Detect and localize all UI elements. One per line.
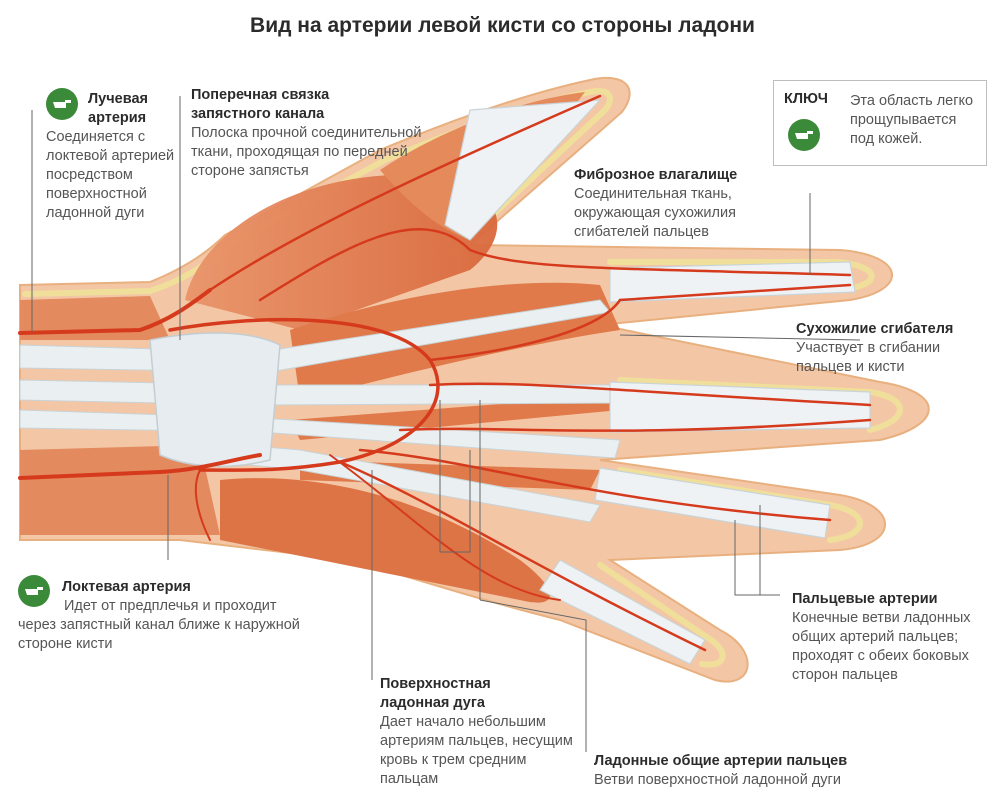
- label-flexor-tendon: Сухожилие сгибателя Участвует в сгибании…: [796, 320, 976, 377]
- label-ulnar-heading: Локтевая артерия: [62, 578, 302, 597]
- label-ulnar-text: Идет от предплечья и проходит через запя…: [18, 597, 308, 654]
- digital-text: Конечные ветви ладонных общих артерий па…: [792, 609, 982, 685]
- label-digital-arteries: Пальцевые артерии Конечные ветви ладонны…: [792, 590, 992, 685]
- key-title: КЛЮЧ: [784, 91, 828, 107]
- key-hand-icon: [788, 119, 820, 151]
- flexor-text: Участвует в сгибании пальцев и кисти: [796, 339, 976, 377]
- radial-heading: Лучевая артерия: [88, 90, 178, 128]
- palmar-arch-heading: Поверхностная ладонная дуга: [380, 675, 510, 713]
- label-transverse-ligament: Поперечная связка запястного канала Поло…: [191, 86, 451, 181]
- label-palmar-arch: Поверхностная ладонная дуга Дает начало …: [380, 675, 580, 789]
- flexor-heading: Сухожилие сгибателя: [796, 320, 976, 339]
- ulnar-text: Идет от предплечья и проходит через запя…: [18, 597, 308, 654]
- transverse-heading: Поперечная связка запястного канала: [191, 86, 356, 124]
- key-box: КЛЮЧ Эта область легко прощупывается под…: [773, 80, 987, 166]
- palmar-arch-text: Дает начало небольшим артериям пальцев, …: [380, 713, 580, 789]
- palpable-hand-icon: [46, 88, 78, 120]
- label-common-digital: Ладонные общие артерии пальцев Ветви пов…: [594, 752, 894, 790]
- carpal-ligament: [150, 333, 280, 466]
- fibrous-heading: Фиброзное влагалище: [574, 166, 774, 185]
- label-radial-text: Соединяется с локтевой артерией посредст…: [46, 128, 176, 223]
- transverse-text: Полоска прочной соединительной ткани, пр…: [191, 124, 451, 181]
- ulnar-heading: Локтевая артерия: [62, 578, 302, 597]
- digital-heading: Пальцевые артерии: [792, 590, 992, 609]
- common-digital-heading: Ладонные общие артерии пальцев: [594, 752, 894, 771]
- label-fibrous-sheath: Фиброзное влагалище Соединительная ткань…: [574, 166, 774, 242]
- label-radial-artery: Лучевая артерия: [88, 90, 178, 128]
- key-text: Эта область легко прощупывается под коже…: [850, 92, 980, 149]
- common-digital-text: Ветви поверхностной ладонной дуги: [594, 771, 894, 790]
- fibrous-text: Соединительная ткань, окружающая сухожил…: [574, 185, 774, 242]
